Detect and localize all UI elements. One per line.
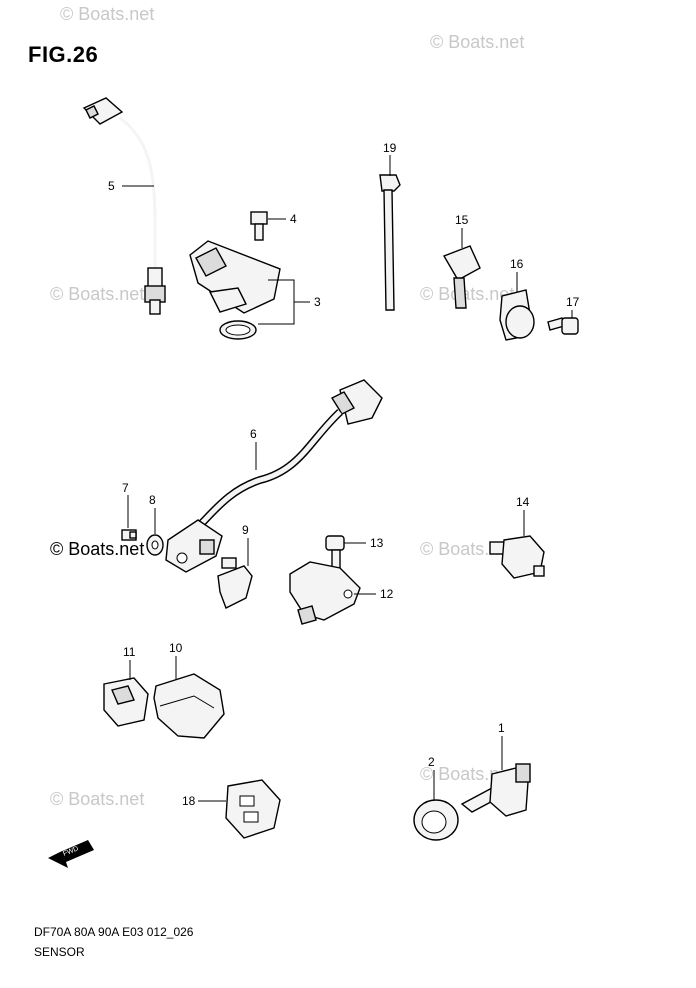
callout-19: 19 (383, 141, 397, 155)
callout-12: 12 (380, 587, 394, 601)
part-5-sensor-cable (82, 97, 166, 315)
part-16-clamp (499, 289, 535, 341)
callout-14: 14 (516, 495, 530, 509)
part-14-switch (489, 535, 545, 579)
part-10-cover (153, 673, 225, 739)
part-13-bolt (325, 535, 345, 569)
part-15-clip (442, 245, 481, 309)
part-1-temp-sensor (460, 763, 531, 817)
footer-code: DF70A 80A 90A E03 012_026 (34, 925, 194, 939)
part-11-cover (103, 677, 149, 727)
callout-15: 15 (455, 213, 469, 227)
watermark-dark: © Boats.net (50, 539, 144, 559)
callout-17: 17 (566, 295, 580, 309)
callout-2: 2 (428, 755, 435, 769)
part-3-sensor (189, 240, 281, 340)
watermark-bottom-left: © Boats.net (50, 789, 144, 809)
callout-6: 6 (250, 427, 257, 441)
watermark-bottom-right: © Boats.net (420, 764, 514, 784)
callout-11: 11 (123, 645, 136, 659)
callout-9: 9 (242, 523, 249, 537)
part-17-screw (547, 317, 579, 335)
part-9-bracket (217, 557, 253, 609)
watermark-top-right: © Boats.net (430, 32, 524, 52)
callout-18: 18 (182, 794, 196, 808)
callout-1: 1 (498, 721, 505, 735)
figure-title: FIG.26 (28, 42, 99, 67)
callout-4: 4 (290, 212, 297, 226)
watermark-mid-left: © Boats.net (50, 284, 144, 304)
part-8-washer (146, 534, 164, 556)
watermark-top-left: © Boats.net (60, 4, 154, 24)
fwd-arrow-icon: FWD (48, 840, 94, 868)
footer-name: SENSOR (34, 945, 85, 959)
callout-10: 10 (169, 641, 183, 655)
part-12-sensor (289, 561, 361, 625)
part-6-sensor-harness (165, 379, 383, 573)
callout-7: 7 (122, 481, 129, 495)
part-4-bolt (250, 211, 268, 241)
watermark-mid-right: © Boats.net (420, 284, 514, 304)
callout-13: 13 (370, 536, 384, 550)
callout-8: 8 (149, 493, 156, 507)
part-18-grommet (225, 779, 281, 839)
part-2-grommet (413, 799, 459, 841)
callout-5: 5 (108, 179, 115, 193)
part-7-bolt (121, 529, 137, 541)
callout-16: 16 (510, 257, 524, 271)
callout-3: 3 (314, 295, 321, 309)
part-19-cable-tie (379, 174, 401, 311)
